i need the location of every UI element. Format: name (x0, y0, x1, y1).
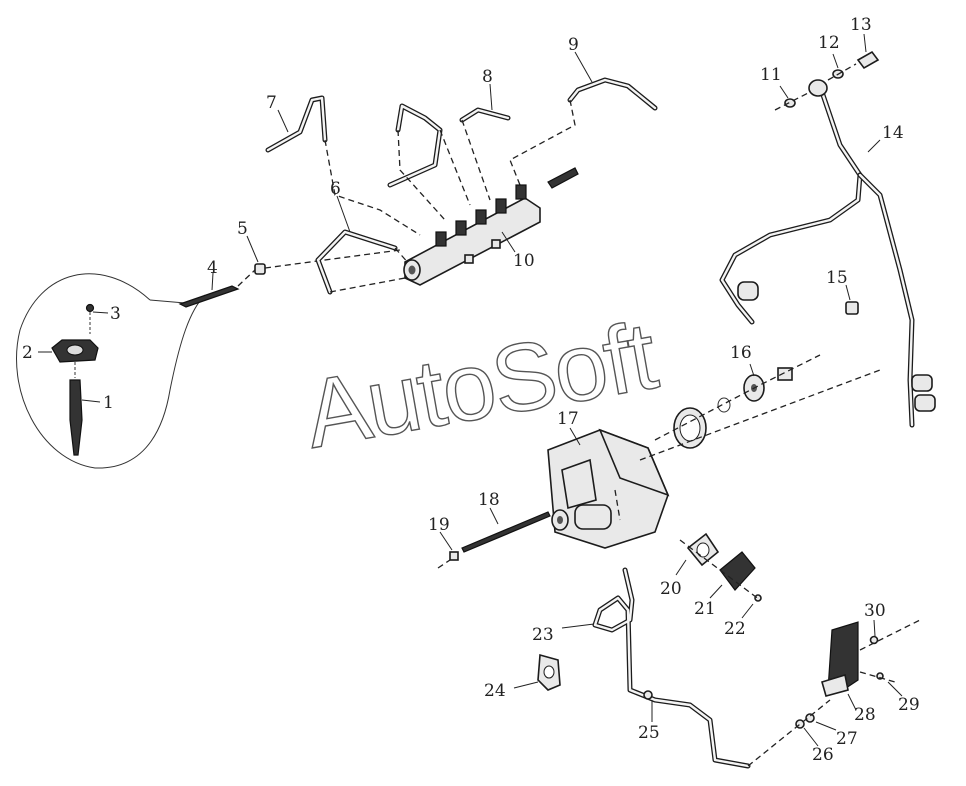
callout-19: 19 (428, 515, 450, 535)
injector-part-1 (69, 379, 83, 456)
callout-23: 23 (532, 625, 554, 645)
bolt-part-3 (85, 303, 109, 334)
callout-14: 14 (882, 123, 904, 143)
callout-4: 4 (207, 258, 218, 278)
callout-21: 21 (694, 599, 716, 619)
callout-30: 30 (864, 601, 886, 621)
callout-6: 6 (330, 179, 341, 199)
callout-25: 25 (638, 723, 660, 743)
callout-3: 3 (110, 304, 121, 324)
fuel-pump-part-17 (547, 369, 881, 549)
callout-20: 20 (660, 579, 682, 599)
high-pressure-pipe-part-9 (567, 51, 658, 111)
return-pipe-part-14 (719, 92, 936, 428)
callout-1: 1 (103, 393, 114, 413)
callout-2: 2 (22, 343, 33, 363)
callout-15: 15 (826, 268, 848, 288)
bolt-part-29 (859, 671, 903, 697)
fuel-pipe-part-23 (561, 567, 751, 769)
callout-5: 5 (237, 219, 248, 239)
callout-10: 10 (513, 251, 535, 271)
injector-pipe-part-4 (178, 272, 240, 308)
cover-plate-part-21 (709, 551, 756, 599)
callout-8: 8 (482, 67, 493, 87)
callout-16: 16 (730, 343, 752, 363)
stud-part-18 (461, 507, 551, 553)
callout-13: 13 (850, 15, 872, 35)
clip-part-25 (643, 690, 653, 722)
callout-7: 7 (266, 93, 277, 113)
bolt-part-30 (859, 619, 921, 651)
washer-parts-26-27 (747, 699, 837, 767)
nut-part-5 (246, 235, 266, 275)
callout-11: 11 (760, 65, 782, 85)
banjo-fitting-part-24 (513, 653, 561, 691)
bolt-part-22 (679, 539, 762, 619)
callout-22: 22 (724, 619, 746, 639)
high-pressure-pipe-part-8 (387, 83, 511, 188)
gasket-part-20 (675, 532, 720, 576)
callout-24: 24 (484, 681, 506, 701)
high-pressure-pipe-part-6 (315, 195, 398, 295)
bracket-part-28 (821, 621, 859, 711)
callout-29: 29 (898, 695, 920, 715)
callout-18: 18 (478, 490, 500, 510)
callout-9: 9 (568, 35, 579, 55)
fitting-part-15 (845, 284, 859, 315)
gear-part-16 (654, 354, 821, 449)
callout-27: 27 (836, 729, 858, 749)
common-rail-part-10 (403, 167, 579, 286)
callout-28: 28 (854, 705, 876, 725)
fitting-parts-11-13 (774, 33, 880, 111)
nut-part-19 (437, 531, 459, 569)
callout-labels: 1 2 3 4 5 6 7 8 9 10 11 12 13 14 15 16 1… (22, 15, 920, 765)
high-pressure-pipe-part-7 (265, 95, 328, 153)
callout-17: 17 (557, 409, 579, 429)
callout-26: 26 (812, 745, 834, 765)
injector-detail-group (16, 273, 206, 469)
callout-12: 12 (818, 33, 840, 53)
